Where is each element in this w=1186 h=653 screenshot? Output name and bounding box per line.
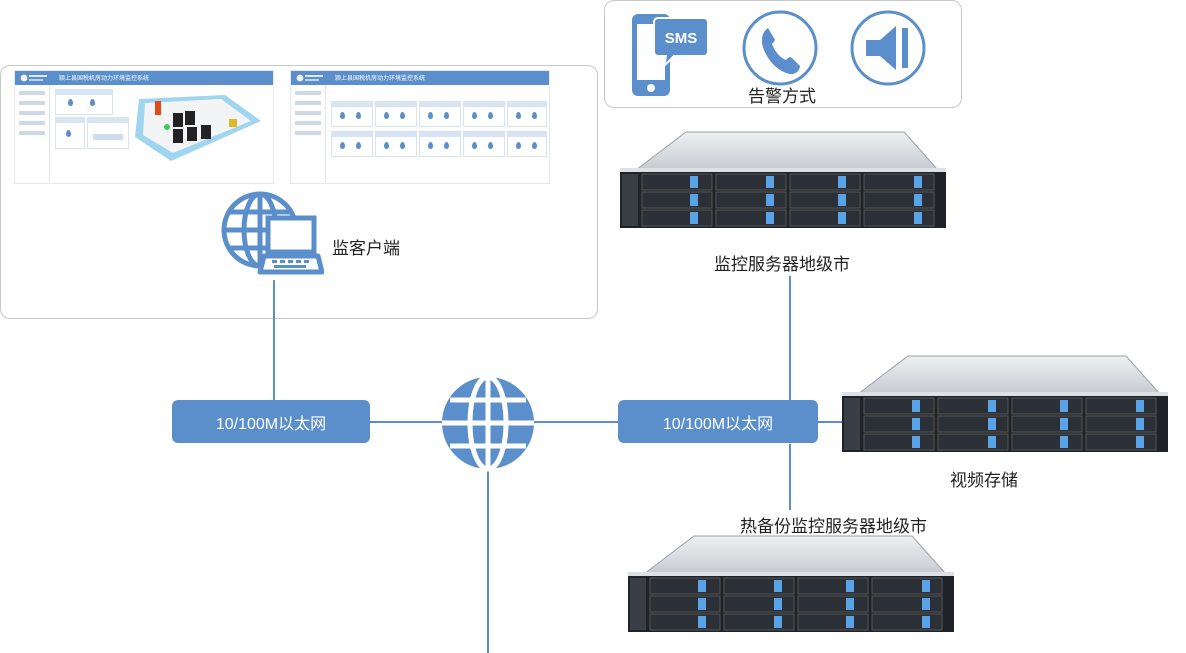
client-label: 监客户端: [332, 239, 400, 259]
wire-globe-down: [487, 466, 489, 653]
room-3d-view: [135, 95, 261, 161]
screenshot-title: 颍上县国税机房动力环境监控系统: [59, 75, 150, 82]
sensor-tile: [87, 117, 129, 149]
screenshot-sidebar: [15, 85, 50, 183]
screenshot-titlebar: 颍上县国税机房动力环境监控系统: [291, 71, 549, 85]
video-storage-server-image: [842, 355, 1168, 452]
wire-right-pill-to-video: [817, 421, 843, 423]
screenshot-title: 颍上县国税机房动力环境监控系统: [335, 75, 426, 82]
monitor-screenshot-2: 颍上县国税机房动力环境监控系统: [290, 70, 550, 184]
sensor-tile: [375, 131, 417, 157]
wire-monitor-server-down: [789, 276, 791, 400]
sensor-tile: [419, 131, 461, 157]
screenshot-sidebar: [291, 85, 326, 183]
internet-globe-icon: [442, 374, 534, 472]
sms-phone-icon: SMS: [632, 14, 708, 96]
monitor-server-image: [620, 131, 946, 228]
sensor-tile: [507, 101, 547, 127]
sensor-tile: [463, 131, 505, 157]
sensor-tile: [331, 131, 373, 157]
sensor-tile: [375, 101, 417, 127]
wire-backup-up: [789, 444, 791, 510]
sensor-tile: [331, 101, 373, 127]
monitor-screenshot-1: 颍上县国税机房动力环境监控系统: [14, 70, 274, 184]
sensor-tile: [507, 131, 547, 157]
speaker-icon: [850, 10, 926, 86]
company-logo-icon: [296, 74, 323, 82]
wire-left-pill-to-globe: [370, 421, 442, 423]
sms-text: SMS: [665, 30, 698, 47]
backup-server-label: 热备份监控服务器地级市: [740, 517, 927, 537]
video-storage-label: 视频存储: [950, 471, 1018, 491]
telephone-icon: [742, 10, 818, 86]
sensor-tile: [55, 117, 85, 149]
sensor-tile: [55, 89, 113, 115]
screenshot-titlebar: 颍上县国税机房动力环境监控系统: [15, 71, 273, 85]
monitor-server-label: 监控服务器地级市: [714, 255, 850, 275]
alarm-label: 告警方式: [748, 87, 816, 107]
backup-server-image: [628, 535, 954, 632]
sensor-tile: [463, 101, 505, 127]
wire-client-down: [273, 280, 275, 400]
company-logo-icon: [20, 74, 47, 82]
sensor-tile: [419, 101, 461, 127]
ethernet-pill-left: 10/100M以太网: [172, 400, 370, 443]
wire-globe-to-right-pill: [534, 421, 620, 423]
ethernet-pill-right: 10/100M以太网: [618, 400, 818, 443]
globe-laptop-icon: [221, 191, 324, 275]
